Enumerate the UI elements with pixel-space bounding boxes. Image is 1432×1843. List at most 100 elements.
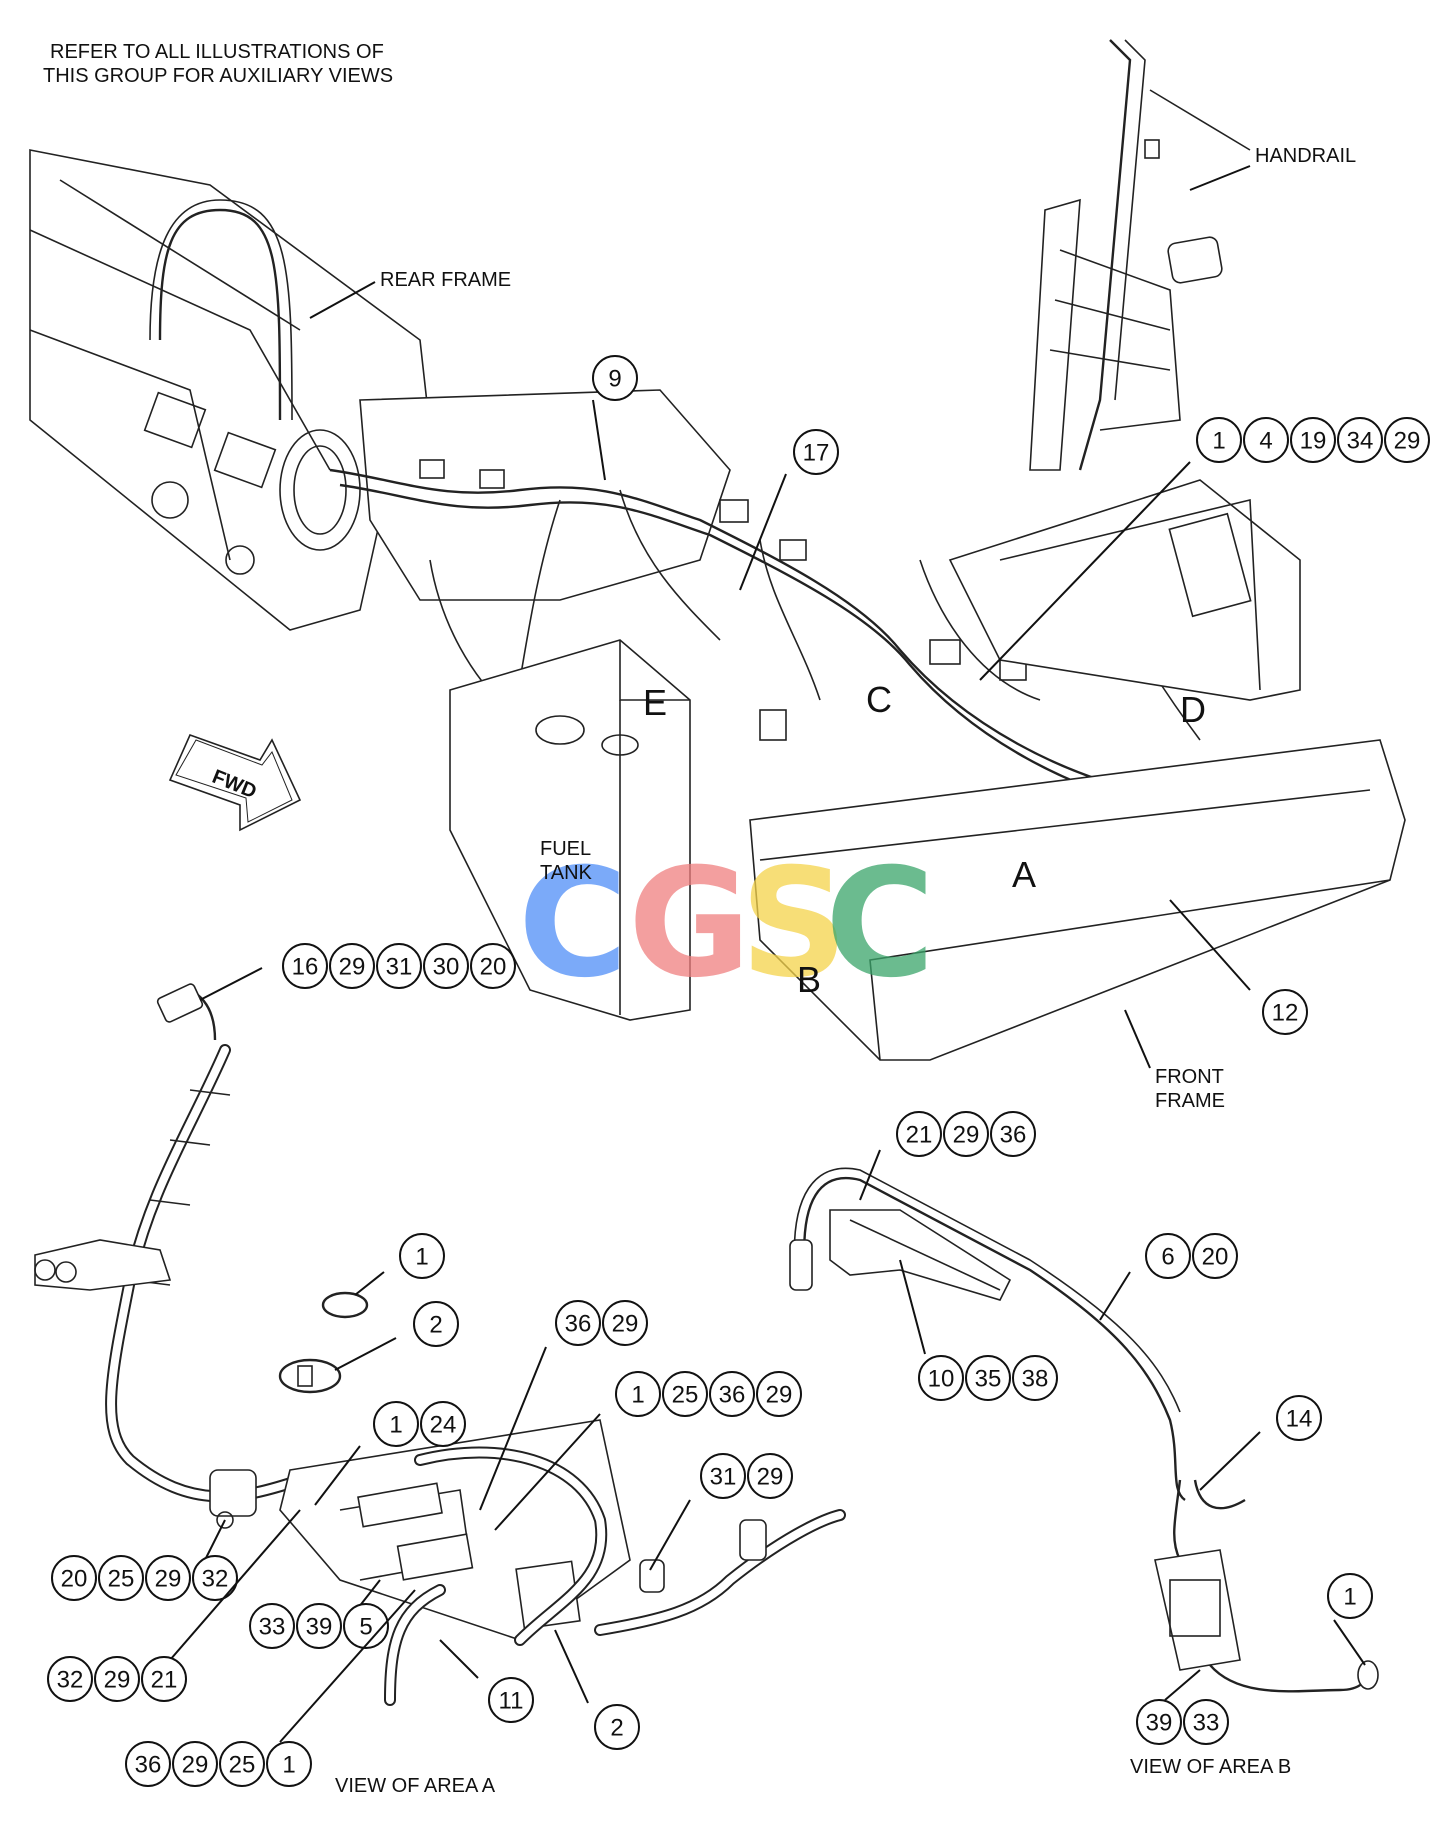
callout-leader — [592, 399, 606, 481]
cgsc-watermark: C G S C — [518, 837, 935, 1011]
callout-bubble — [1243, 417, 1289, 463]
callout-number: 29 — [1394, 428, 1421, 455]
callout-number: 10 — [928, 1366, 955, 1393]
callout-number: 38 — [1022, 1366, 1049, 1393]
front-frame-shape — [749, 479, 1406, 1061]
callout-bubble — [125, 1741, 171, 1787]
callout-leader — [494, 1413, 601, 1531]
callout-bubble — [592, 355, 638, 401]
callout-number: 39 — [1146, 1710, 1173, 1737]
callout-leader — [1164, 1669, 1201, 1701]
callout-number: 25 — [229, 1752, 256, 1779]
handrail-label: HANDRAIL — [1255, 145, 1356, 167]
callout-number: 33 — [1193, 1710, 1220, 1737]
callout-group-g10-35-38: 10 35 38 — [899, 1259, 1058, 1401]
callout-group-g11: 11 — [439, 1639, 534, 1723]
callout-number: 29 — [766, 1382, 793, 1409]
callout-group-g1-clamp: 1 — [354, 1233, 445, 1296]
callout-bubble — [896, 1111, 942, 1157]
callout-number: 4 — [1259, 428, 1272, 455]
callout-bubble — [943, 1111, 989, 1157]
callout-leader — [169, 1509, 301, 1661]
callout-number: 25 — [672, 1382, 699, 1409]
watermark-letter-c2: C — [825, 837, 935, 1011]
callout-number: 29 — [757, 1464, 784, 1491]
callout-number: 33 — [259, 1614, 286, 1641]
callout-bubble — [594, 1704, 640, 1750]
callout-number: 17 — [803, 440, 830, 467]
callout-leader — [1169, 899, 1251, 991]
callout-leader — [479, 1346, 547, 1511]
callout-number: 25 — [108, 1566, 135, 1593]
callout-bubble — [145, 1555, 191, 1601]
callout-bubble — [793, 429, 839, 475]
callout-number: 1 — [282, 1752, 295, 1779]
callout-bubble — [47, 1656, 93, 1702]
callout-leader — [554, 1629, 589, 1704]
callout-bubble — [555, 1300, 601, 1346]
callout-group-g12: 12 — [1169, 899, 1308, 1035]
callout-number: 20 — [61, 1566, 88, 1593]
callout-bubble — [423, 943, 469, 989]
callout-number: 29 — [104, 1667, 131, 1694]
callout-leader — [859, 1149, 881, 1201]
callout-number: 31 — [386, 954, 413, 981]
callout-number: 5 — [359, 1614, 372, 1641]
callout-leader — [279, 1589, 416, 1743]
area-letter-d: D — [1180, 689, 1206, 730]
callout-number: 31 — [710, 1464, 737, 1491]
front-frame-leader — [1124, 1009, 1151, 1069]
callout-number: 9 — [608, 366, 621, 393]
callout-bubble — [296, 1603, 342, 1649]
callout-number: 12 — [1272, 1000, 1299, 1027]
callout-number: 29 — [339, 954, 366, 981]
handrail-shape — [1029, 39, 1251, 471]
callout-leader — [204, 1519, 226, 1561]
callout-bubble — [282, 943, 328, 989]
callout-bubble — [756, 1371, 802, 1417]
callout-bubble — [172, 1741, 218, 1787]
callout-bubble — [602, 1300, 648, 1346]
callout-bubble — [98, 1555, 144, 1601]
area-a-drawing — [34, 983, 846, 1706]
callout-number: 29 — [182, 1752, 209, 1779]
callout-bubble — [488, 1677, 534, 1723]
watermark-letter-s: S — [740, 837, 848, 1011]
callout-group-g31-29: 31 29 — [649, 1453, 793, 1571]
text-labels: REFER TO ALL ILLUSTRATIONS OF THIS GROUP… — [43, 41, 1356, 1797]
callout-bubble — [51, 1555, 97, 1601]
callout-group-g17: 17 — [739, 429, 839, 591]
callout-number: 35 — [975, 1366, 1002, 1393]
callout-number: 29 — [612, 1311, 639, 1338]
area-b-drawing — [789, 1167, 1379, 1693]
callout-bubble — [918, 1355, 964, 1401]
callout-number: 2 — [429, 1312, 442, 1339]
callout-bubble — [192, 1555, 238, 1601]
callout-bubble — [1276, 1395, 1322, 1441]
callout-number: 2 — [610, 1715, 623, 1742]
view-area-a-label: VIEW OF AREA A — [335, 1775, 496, 1797]
callout-bubble — [399, 1233, 445, 1279]
callout-leader — [199, 967, 263, 1001]
callout-group-g14: 14 — [1199, 1395, 1322, 1491]
area-letter-c: C — [866, 679, 892, 720]
callout-number: 6 — [1161, 1244, 1174, 1271]
watermark-letter-g: G — [628, 837, 751, 1011]
callout-number: 34 — [1347, 428, 1374, 455]
callout-bubble — [266, 1741, 312, 1787]
callout-group-g1-b: 1 — [1327, 1573, 1373, 1666]
forward-arrow: FWD — [168, 733, 302, 832]
callout-number: 20 — [1202, 1244, 1229, 1271]
callout-bubble — [1183, 1699, 1229, 1745]
rear-frame-label: REAR FRAME — [380, 269, 511, 291]
callout-number: 1 — [415, 1244, 428, 1271]
callout-bubble — [470, 943, 516, 989]
frame-label: FRAME — [1155, 1090, 1225, 1112]
